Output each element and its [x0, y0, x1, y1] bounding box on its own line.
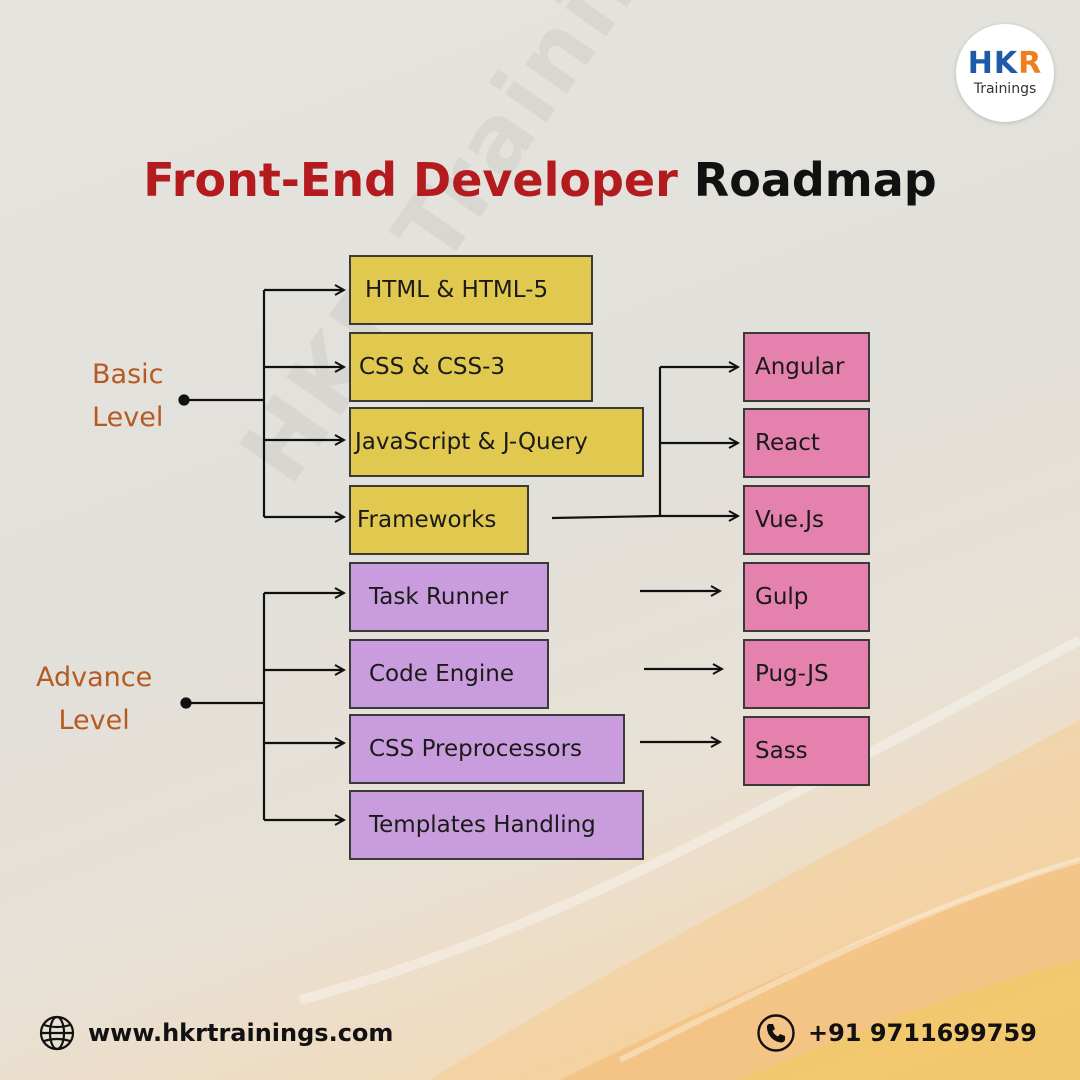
node-pug-js: Pug-JS — [743, 639, 870, 709]
node-css-preprocessors: CSS Preprocessors — [349, 714, 625, 784]
node-html: HTML & HTML-5 — [349, 255, 593, 325]
node-react: React — [743, 408, 870, 478]
logo-subtitle: Trainings — [973, 81, 1037, 97]
node-code-engine: Code Engine — [349, 639, 549, 709]
node-angular: Angular — [743, 332, 870, 402]
node-javascript: JavaScript & J-Query — [349, 407, 644, 477]
phone-number[interactable]: +91 9711699759 — [808, 1019, 1037, 1047]
node-task-runner: Task Runner — [349, 562, 549, 632]
hkr-logo: HKR Trainings — [956, 24, 1054, 122]
globe-icon — [39, 1015, 75, 1051]
title-part-black: Roadmap — [693, 153, 937, 207]
node-templates-handling: Templates Handling — [349, 790, 644, 860]
phone-icon — [757, 1014, 795, 1052]
page-title: Front-End Developer Roadmap — [0, 148, 1080, 212]
footer-website[interactable]: www.hkrtrainings.com — [38, 1013, 393, 1053]
node-css: CSS & CSS-3 — [349, 332, 593, 402]
logo-wordmark: HKR — [967, 46, 1043, 81]
node-sass: Sass — [743, 716, 870, 786]
node-vuejs: Vue.Js — [743, 485, 870, 555]
website-link[interactable]: www.hkrtrainings.com — [88, 1019, 394, 1047]
footer-phone[interactable]: +91 9711699759 — [756, 1013, 1037, 1053]
title-part-red: Front-End Developer — [143, 153, 678, 207]
node-gulp: Gulp — [743, 562, 870, 632]
node-frameworks: Frameworks — [349, 485, 529, 555]
